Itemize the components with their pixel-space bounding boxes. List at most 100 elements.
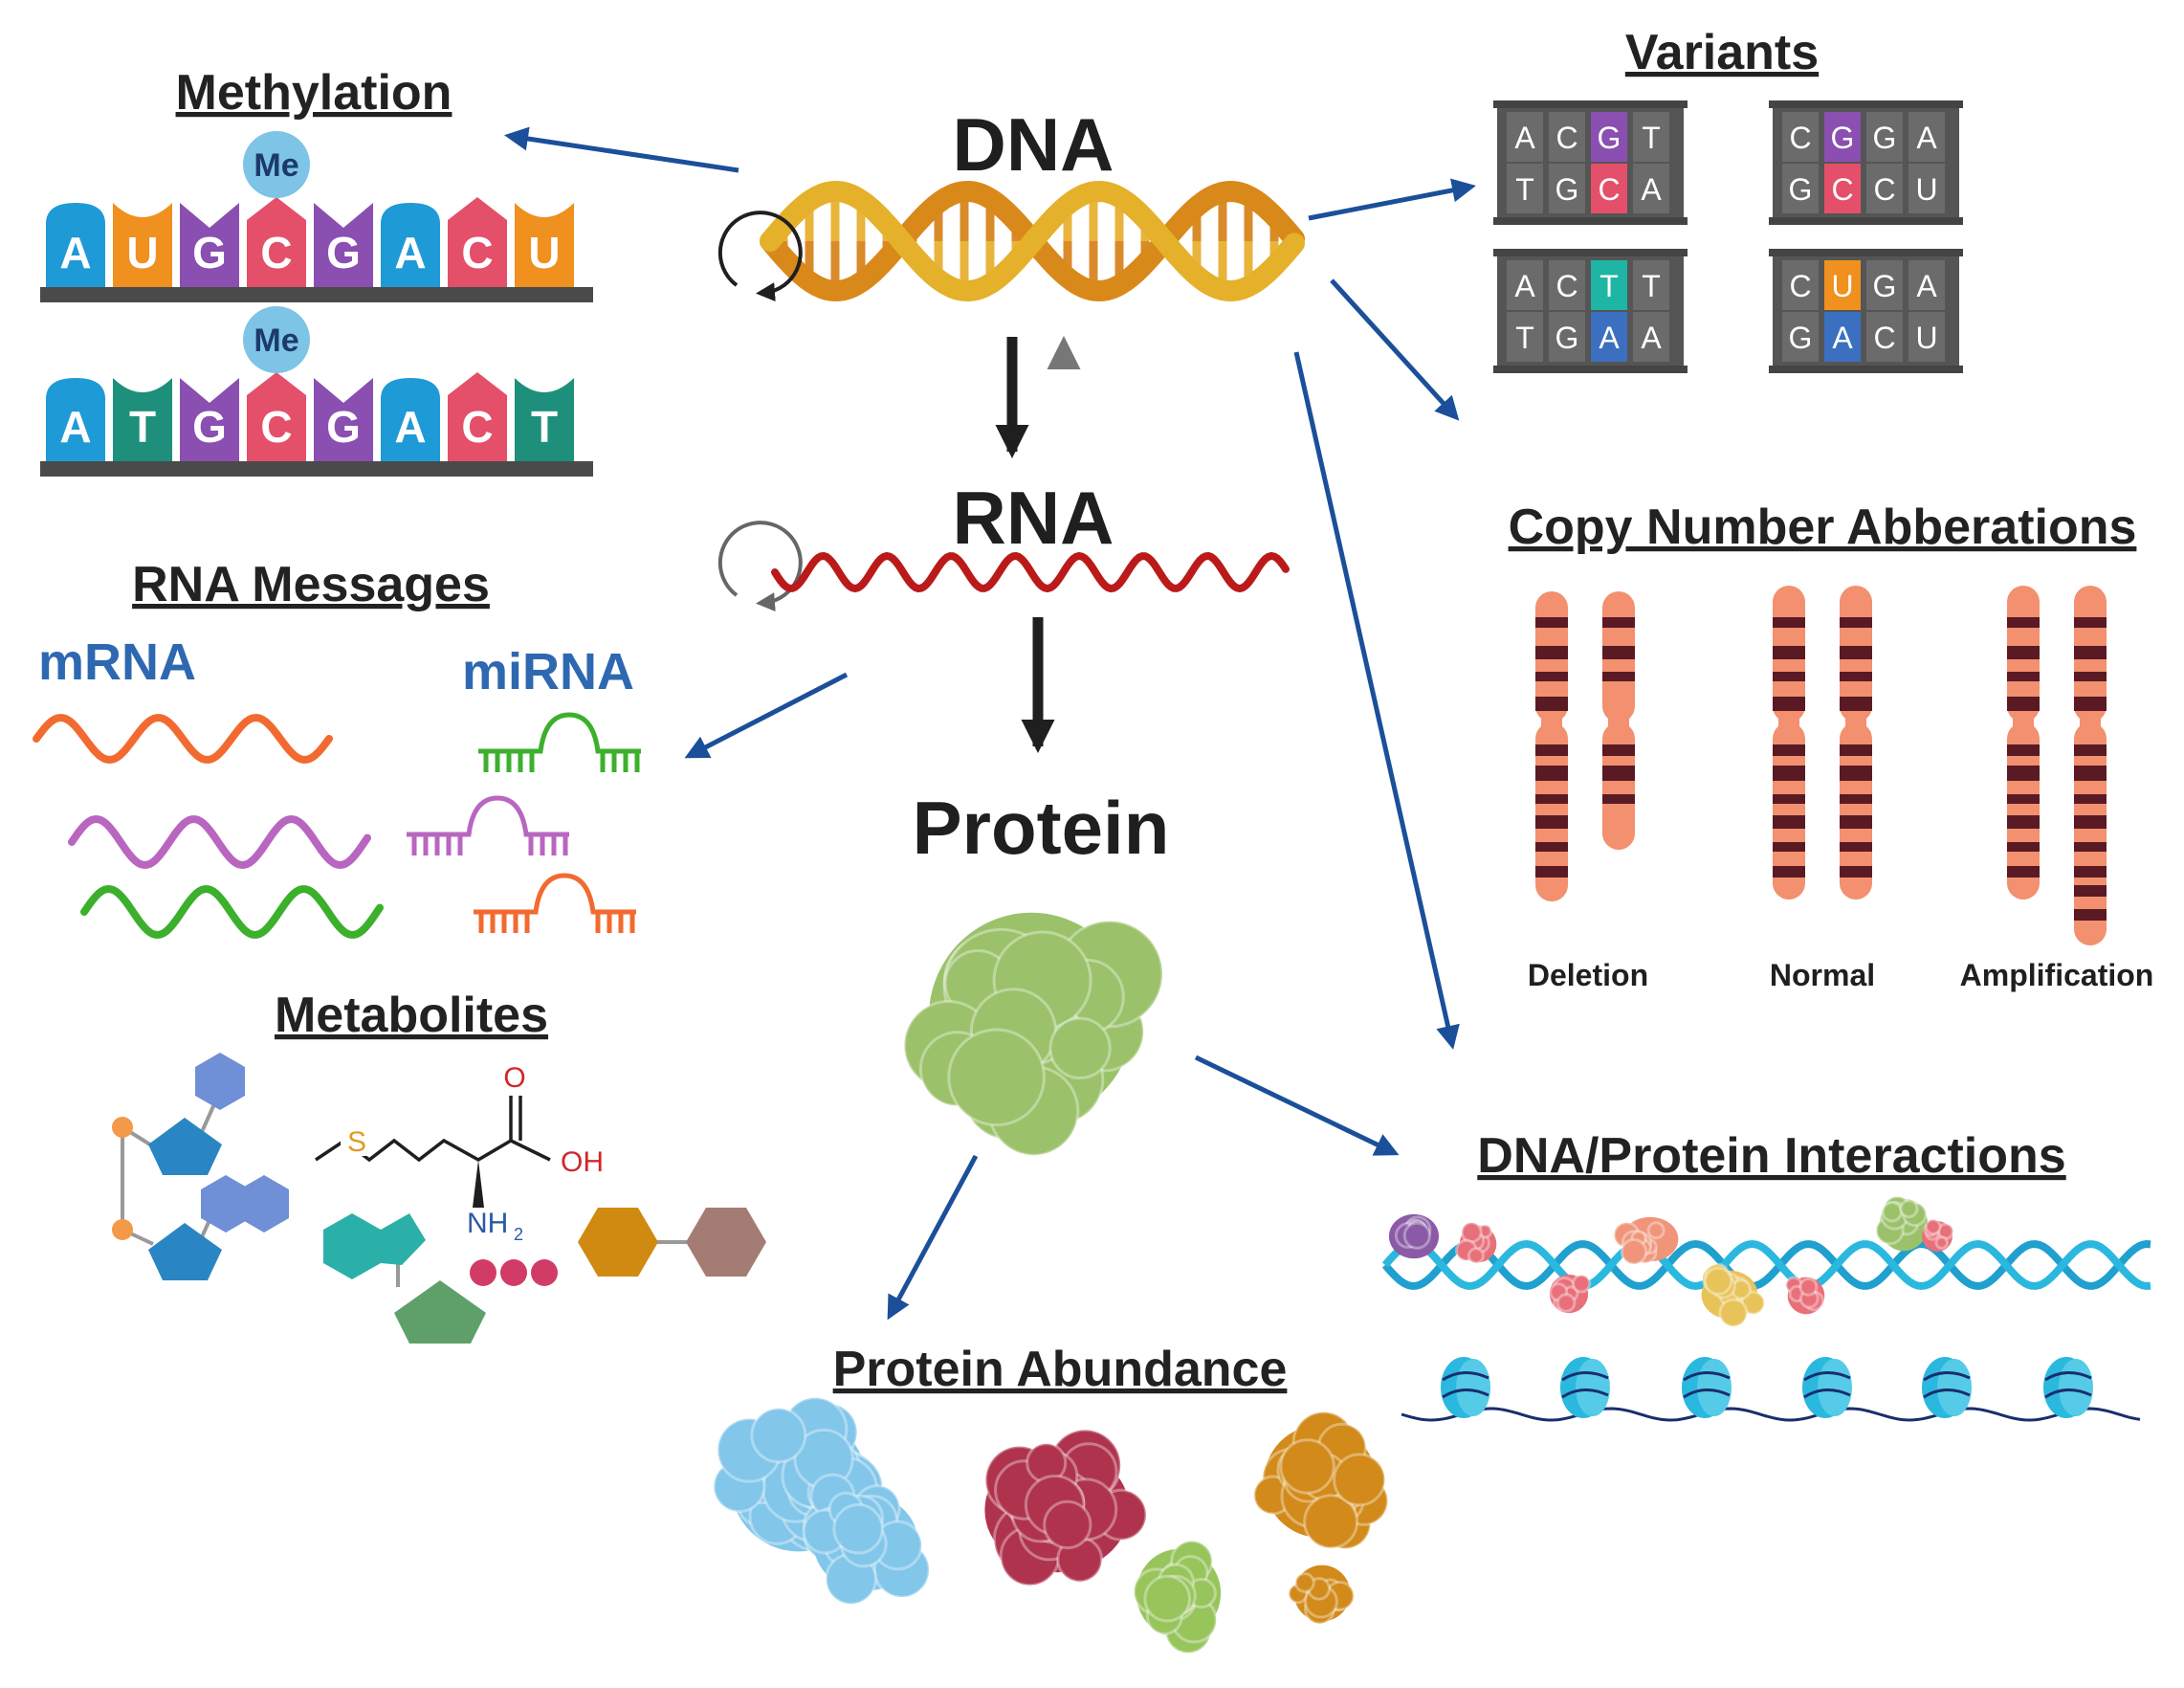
base-letter: T xyxy=(531,402,558,452)
nucleosome-icon xyxy=(1802,1357,1852,1418)
methyl-mark-label: Me xyxy=(254,147,298,184)
nucleotide-base-icon xyxy=(46,378,105,461)
nucleotide-base-icon xyxy=(46,203,105,287)
base-letter: C xyxy=(260,402,292,452)
variant-base-top: C xyxy=(1555,269,1577,303)
bound-protein-icon xyxy=(1612,1216,1679,1266)
bound-protein-icon xyxy=(1549,1274,1592,1314)
variant-base-top: T xyxy=(1599,269,1619,303)
nucleosome-icon xyxy=(1560,1357,1610,1418)
variant-base-bottom: U xyxy=(1915,172,1937,207)
chromosome-icon xyxy=(1535,591,1568,901)
bound-protein-icon xyxy=(1388,1213,1440,1259)
nucleosome-icon xyxy=(2043,1357,2093,1418)
protein-orange-icon xyxy=(1287,1565,1356,1626)
normal-label: Normal xyxy=(1770,958,1875,992)
mrna-strand-icons xyxy=(33,714,384,939)
variant-base-bottom: A xyxy=(1641,172,1662,207)
nucleotide-molecule-icon xyxy=(112,1053,289,1280)
interactions-title: DNA/Protein Interactions xyxy=(1477,1128,2065,1184)
nucleosome-chain-icon xyxy=(1401,1357,2141,1422)
bound-protein-icon xyxy=(1922,1218,1954,1252)
mirna-hairpin-icon xyxy=(474,873,636,933)
base-letter: U xyxy=(126,228,158,278)
nucleosome-icon xyxy=(1441,1357,1490,1418)
methyl-group-icon xyxy=(243,131,310,198)
nucleotide-base-icon xyxy=(448,197,507,287)
nucleosome-icon xyxy=(1922,1357,1972,1418)
variants-panel: Variants ATCGGCTACGGCGCAUATCGTATACGUAGCA… xyxy=(1493,25,1963,373)
deletion-label: Deletion xyxy=(1528,958,1648,992)
strand-backbone xyxy=(40,461,593,477)
arrow-protein-to-interactions xyxy=(1194,1055,1400,1156)
variant-base-bottom: C xyxy=(1873,321,1895,355)
nucleotide-base-icon xyxy=(247,372,306,461)
protein-blob-icon xyxy=(902,912,1164,1157)
base-letter: G xyxy=(192,402,227,452)
variant-base-top: T xyxy=(1642,269,1661,303)
arrow-dna-to-methylation xyxy=(504,126,739,173)
nucleosome-icon xyxy=(1682,1357,1732,1418)
mirna-hairpin-icon xyxy=(478,712,641,772)
base-letter: C xyxy=(260,228,292,278)
copy-number-title: Copy Number Abberations xyxy=(1509,500,2137,555)
relation-arrows xyxy=(504,126,1476,1321)
rna-messages-title: RNA Messages xyxy=(132,557,490,612)
arrow-dna-to-variants-lower xyxy=(1330,278,1460,421)
mrna-strand-icon xyxy=(68,815,371,869)
mirna-hairpin-icons xyxy=(407,712,641,933)
variant-base-bottom: G xyxy=(1789,321,1813,355)
methylation-title: Methylation xyxy=(176,65,452,121)
base-letter: A xyxy=(59,228,91,278)
rna-label: RNA xyxy=(953,476,1114,560)
base-letter: C xyxy=(461,228,493,278)
arrow-protein-to-abundance xyxy=(887,1154,979,1321)
base-letter: T xyxy=(129,402,156,452)
mrna-strand-icon xyxy=(33,714,333,764)
mirna-hairpin-icon xyxy=(407,795,569,855)
dna-replication-cycle-icon xyxy=(717,211,803,302)
chromosome-icon xyxy=(1602,591,1635,850)
amplification-label: Amplification xyxy=(1960,958,2154,992)
variant-base-top: U xyxy=(1831,269,1853,303)
metabolites-title: Metabolites xyxy=(275,988,548,1043)
protein-green-icon xyxy=(1133,1540,1222,1655)
variant-base-bottom: A xyxy=(1599,321,1620,355)
mirna-label: miRNA xyxy=(462,643,634,700)
base-letter: G xyxy=(192,228,227,278)
variant-base-top: G xyxy=(1831,121,1855,155)
nucleotide-base-icon xyxy=(180,378,239,461)
strand-backbone xyxy=(40,287,593,302)
sulfur-atom: S xyxy=(347,1126,366,1158)
protein-blue-icon xyxy=(802,1484,931,1606)
variant-base-top: G xyxy=(1873,121,1897,155)
variant-base-bottom: A xyxy=(1641,321,1662,355)
oxygen-atom: O xyxy=(503,1062,525,1094)
variant-base-bottom: T xyxy=(1515,172,1534,207)
nucleotide-base-icon xyxy=(113,378,172,461)
variant-base-bottom: U xyxy=(1915,321,1937,355)
base-letter: G xyxy=(326,228,361,278)
nucleotide-base-icon xyxy=(515,378,574,461)
nucleotide-base-icon xyxy=(381,203,440,287)
amine-subscript: 2 xyxy=(514,1225,523,1244)
nucleotide-base-icon xyxy=(448,372,507,461)
central-dogma: DNA RNA Protein xyxy=(717,102,1305,1157)
bound-dna-helix-icon xyxy=(1381,1239,2151,1291)
protein-label: Protein xyxy=(913,786,1170,870)
variant-base-bottom: G xyxy=(1555,172,1579,207)
hydroxyl-group: OH xyxy=(561,1146,604,1178)
dihexagon-molecule-icon xyxy=(578,1208,766,1277)
bound-protein-icon xyxy=(1784,1276,1825,1315)
binding-protein-icons xyxy=(1388,1195,1954,1328)
protein-abundance-title: Protein Abundance xyxy=(833,1342,1288,1397)
nucleotide-base-icon xyxy=(180,203,239,287)
bound-protein-icon xyxy=(1454,1221,1497,1265)
nucleotide-base-icon xyxy=(381,378,440,461)
variant-base-bottom: C xyxy=(1831,172,1853,207)
